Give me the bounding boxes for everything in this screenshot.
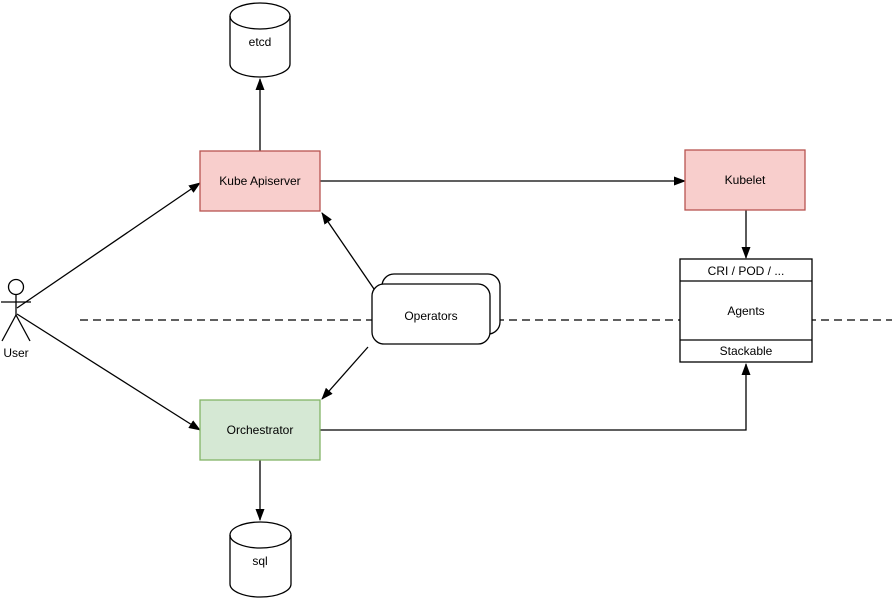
operators-label: Operators [404,309,457,323]
agents-footer-label: Stackable [720,344,773,358]
sql-cylinder-rim [229,534,292,549]
orchestrator-box [199,399,321,461]
node-etcd-database: etcd [229,2,291,78]
kubelet-box [684,149,806,211]
node-user-actor: User [1,278,31,360]
operators-front-card [371,283,491,345]
edge-operators-to-kube-apiserver [321,212,375,290]
kubelet-label: Kubelet [725,173,766,187]
etcd-label: etcd [249,35,272,49]
user-stick-figure-icon [1,278,31,342]
node-kubelet: Kubelet [684,149,806,211]
agents-box [679,258,813,363]
edge-user-to-kube-apiserver [16,182,201,309]
node-sql-database: sql [229,521,292,598]
sql-label: sql [252,554,267,568]
node-operators: Operators [371,273,501,345]
edges [16,78,751,521]
edge-operators-to-orchestrator [321,346,369,400]
node-orchestrator: Orchestrator [199,399,321,461]
agents-title-label: Agents [727,304,764,318]
node-agents: CRI / POD / ... Agents Stackable [679,258,813,363]
node-kube-apiserver: Kube Apiserver [199,150,321,212]
sql-cylinder-icon [229,521,292,598]
kube-apiserver-label: Kube Apiserver [219,174,300,188]
edge-orchestrator-to-stackable [320,363,751,431]
etcd-cylinder-rim [229,15,291,30]
orchestrator-label: Orchestrator [227,423,294,437]
agents-header-label: CRI / POD / ... [708,264,785,278]
kube-apiserver-box [199,150,321,212]
user-label: User [3,346,28,360]
edge-user-to-orchestrator [16,313,201,431]
etcd-cylinder-icon [229,2,291,78]
